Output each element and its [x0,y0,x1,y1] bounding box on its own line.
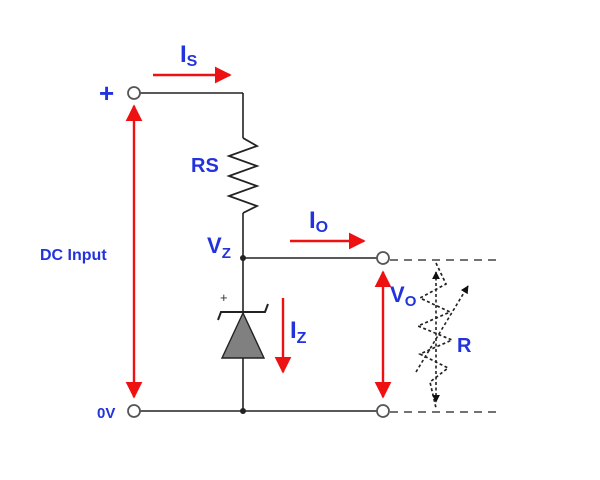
series-resistor-symbol [226,137,260,214]
series-resistor-label: RS [191,155,219,177]
input-terminal-positive [127,86,141,100]
load-variable-arrow [415,285,469,373]
zero-terminal-label: 0V [97,405,115,422]
supply-current-sub: S [187,53,198,70]
junction-dot-top [240,255,246,261]
output-terminal-bottom [376,404,390,418]
zener-voltage-sub: Z [222,245,231,262]
load-resistor-label: R [457,335,472,357]
current-voltage-arrows [125,66,392,399]
supply-current-main: I [180,41,187,68]
dashed-output-lines [390,259,500,413]
dc-input-label: DC Input [40,247,107,264]
load-resistor-symbol [415,262,455,409]
zener-cathode-bar [217,303,269,321]
zener-current-main: I [290,317,297,344]
output-voltage-sub: O [405,293,417,310]
output-current-sub: O [316,219,328,236]
output-voltage-main: V [390,282,405,307]
zener-current-sub: Z [297,330,307,347]
junction-dot-bottom [240,408,246,414]
output-voltage-label: VO [390,282,417,310]
output-terminal-top [376,251,390,265]
zener-polarity-label: + [220,290,228,305]
zener-current-label: IZ [290,317,307,347]
supply-current-label: IS [180,41,198,70]
output-current-label: IO [309,207,328,236]
zener-diode-body [220,311,266,359]
output-current-main: I [309,207,316,234]
wires [140,92,377,412]
plus-terminal-label: + [99,78,114,108]
zener-diode [217,303,269,359]
zener-voltage-main: V [207,233,222,258]
zener-voltage-label: VZ [207,233,231,262]
input-terminal-zero [127,404,141,418]
